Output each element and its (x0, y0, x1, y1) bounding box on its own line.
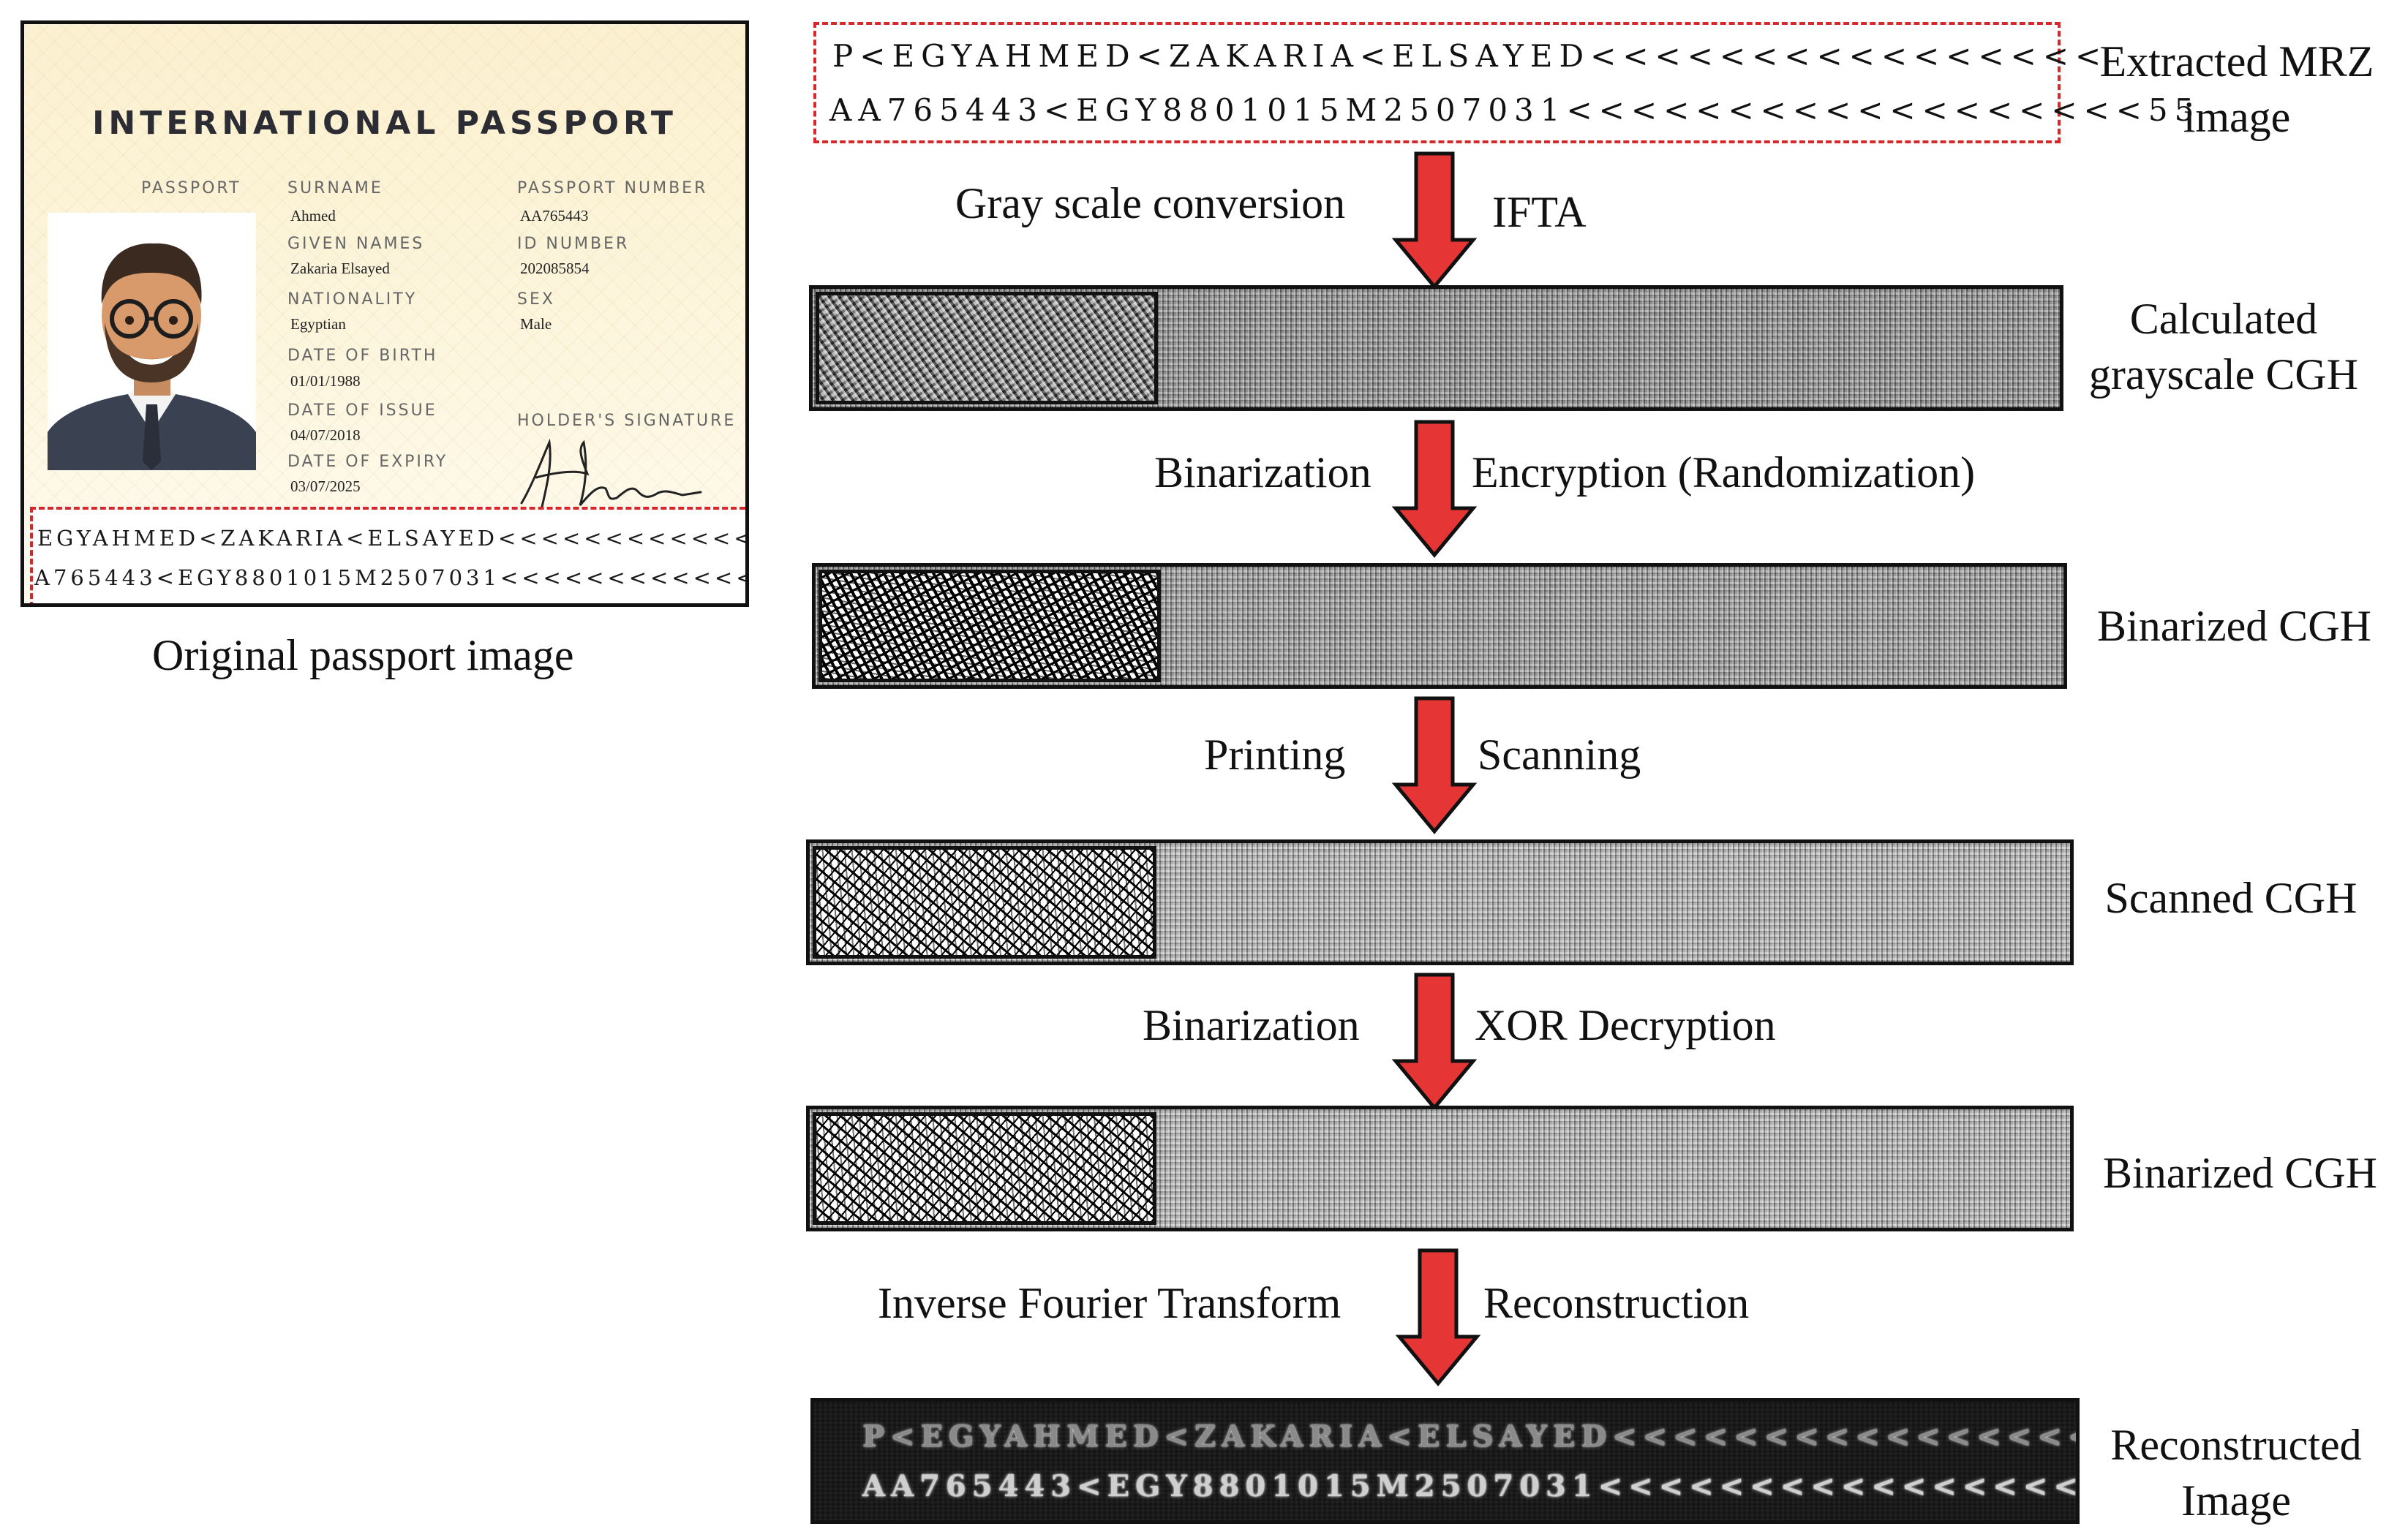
doi-value: 04/07/2018 (290, 426, 361, 444)
arrow-down-icon (1395, 1248, 1481, 1386)
step-1-right-label: IFTA (1492, 188, 1587, 236)
extracted-mrz-line-2: AA765443<EGY8801015M2507031<<<<<<<<<<<<<… (829, 92, 2201, 128)
passport-number-label: PASSPORT NUMBER (517, 179, 708, 197)
binarized-cgh-1-inset (819, 570, 1161, 682)
doe-value: 03/07/2025 (290, 478, 361, 495)
holder-signature (520, 438, 702, 508)
step-5-left-label: Inverse Fourier Transform (878, 1279, 1342, 1327)
step-4-left-label: Binarization (1143, 1001, 1360, 1049)
passport-title: INTERNATIONAL PASSPORT (92, 105, 677, 142)
stage-1-label: Calculated grayscale CGH (2088, 295, 2359, 399)
step-2-left-label: Binarization (1154, 448, 1371, 497)
passport-mrz-highlight: EGYAHMED<ZAKARIA<ELSAYED<<<<<<<<<<<<<<<<… (30, 507, 745, 603)
reconstructed-line-1: P<EGYAHMED<ZAKARIA<ELSAYED<<<<<<<<<<<<<<… (862, 1419, 2080, 1454)
stage-2-label: Binarized CGH (2097, 602, 2371, 650)
grayscale-cgh-inset (816, 292, 1158, 404)
passport-caption: Original passport image (152, 631, 574, 679)
reconstructed-line-2: AA765443<EGY8801015M2507031<<<<<<<<<<<<<… (862, 1469, 2080, 1503)
surname-value: Ahmed (290, 207, 336, 224)
scanned-cgh (806, 839, 2074, 965)
given-names-value: Zakaria Elsayed (290, 260, 390, 277)
reconstructed-image: P<EGYAHMED<ZAKARIA<ELSAYED<<<<<<<<<<<<<<… (810, 1398, 2080, 1524)
portrait-photo (48, 213, 256, 470)
sex-value: Male (520, 315, 552, 333)
step-2-right-label: Encryption (Randomization) (1472, 448, 1976, 497)
binarized-cgh-2 (806, 1106, 2074, 1231)
step-5-right-label: Reconstruction (1483, 1279, 1750, 1327)
dob-label: DATE OF BIRTH (287, 347, 438, 365)
scanned-cgh-inset (813, 846, 1156, 959)
doi-label: DATE OF ISSUE (287, 401, 437, 420)
extracted-mrz-line-1: P<EGYAHMED<ZAKARIA<ELSAYED<<<<<<<<<<<<<<… (832, 38, 2108, 74)
stage-4-label: Binarized CGH (2103, 1149, 2377, 1197)
step-3-left-label: Printing (1204, 731, 1346, 779)
arrow-down-icon (1391, 420, 1478, 558)
arrow-down-icon (1391, 696, 1478, 834)
given-names-label: GIVEN NAMES (287, 235, 425, 253)
id-number-value: 202085854 (520, 260, 590, 277)
extracted-mrz-label: Extracted MRZ image (2099, 37, 2374, 141)
sex-label: SEX (517, 290, 555, 309)
doe-label: DATE OF EXPIRY (287, 453, 448, 471)
passport-image: INTERNATIONAL PASSPORT PASSPORT SURNAME … (20, 20, 749, 607)
step-1-left-label: Gray scale conversion (955, 179, 1346, 227)
step-3-right-label: Scanning (1478, 731, 1641, 779)
step-4-right-label: XOR Decryption (1475, 1001, 1776, 1049)
grayscale-cgh (809, 285, 2063, 411)
extracted-mrz-box: P<EGYAHMED<ZAKARIA<ELSAYED<<<<<<<<<<<<<<… (813, 22, 2194, 143)
passport-type-label: PASSPORT (141, 179, 241, 197)
signature-label: HOLDER'S SIGNATURE (517, 412, 737, 430)
nationality-value: Egyptian (290, 315, 346, 333)
passport-number-value: AA765443 (520, 207, 589, 224)
binarized-cgh-2-inset (813, 1112, 1156, 1225)
nationality-label: NATIONALITY (287, 290, 418, 309)
binarized-cgh-1 (812, 563, 2067, 689)
passport-mrz-line-2: A765443<EGY8801015M2507031<<<<<<<<<<<<<<… (34, 565, 745, 590)
arrow-down-icon (1391, 973, 1478, 1111)
stage-3-label: Scanned CGH (2104, 874, 2358, 922)
passport-mrz-line-1: EGYAHMED<ZAKARIA<ELSAYED<<<<<<<<<<<<<<<< (37, 526, 745, 551)
dob-value: 01/01/1988 (290, 372, 361, 390)
stage-5-label: Reconstructed Image (2110, 1421, 2362, 1525)
id-number-label: ID NUMBER (517, 235, 630, 253)
surname-label: SURNAME (287, 179, 383, 197)
arrow-down-icon (1391, 151, 1478, 290)
